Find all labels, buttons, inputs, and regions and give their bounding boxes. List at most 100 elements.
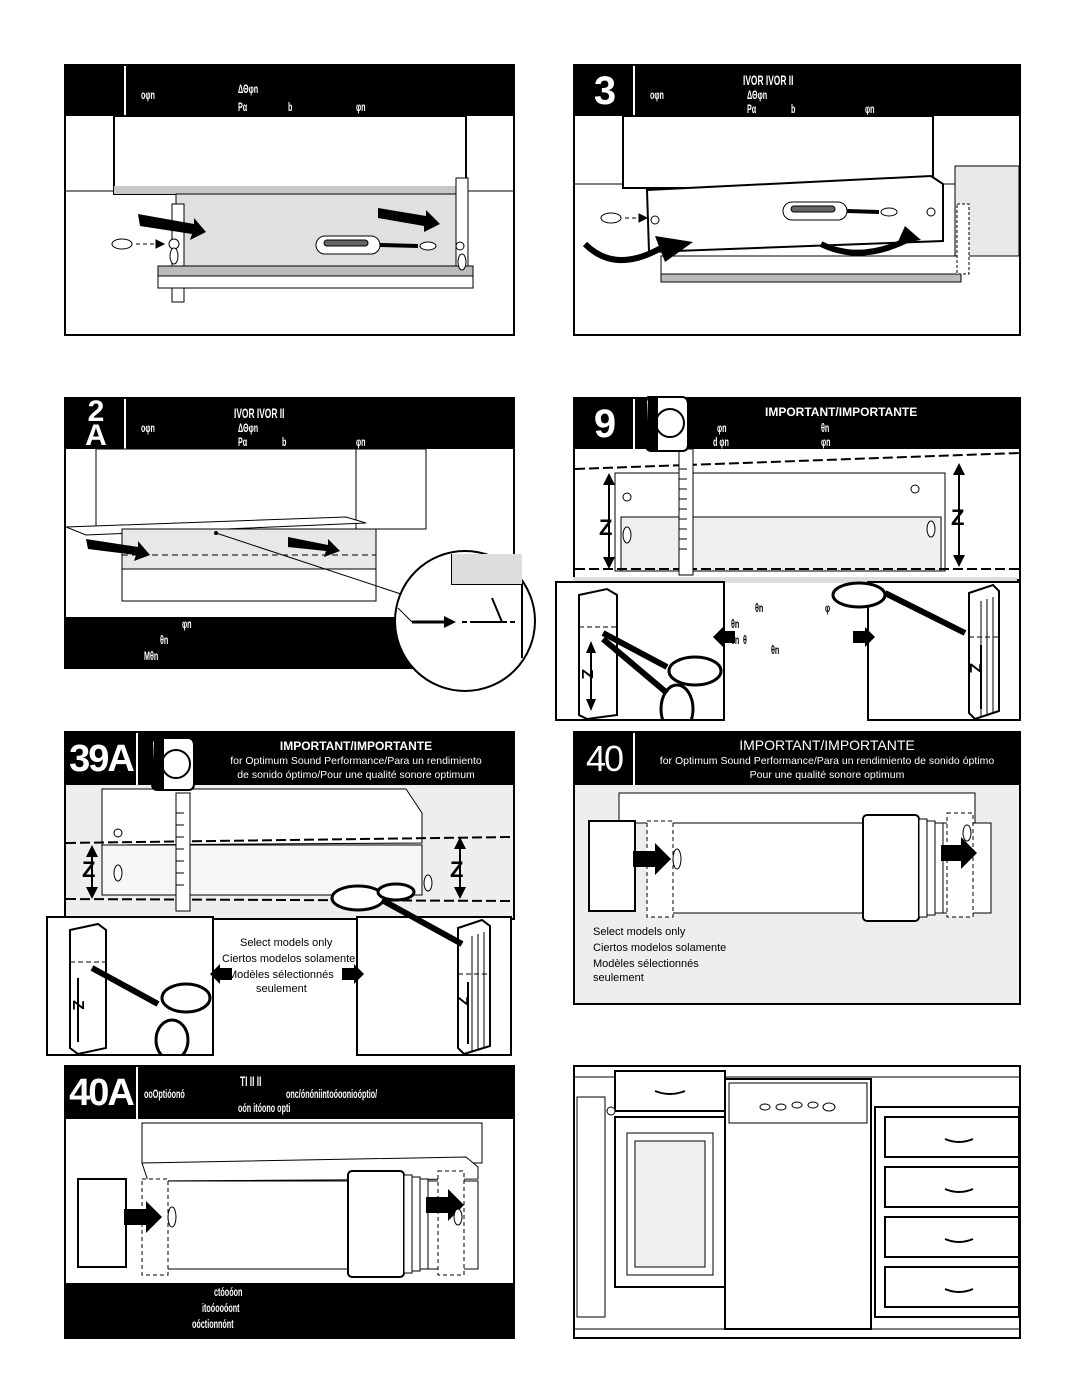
header-text: oφn <box>141 88 155 102</box>
middle-text: θn <box>755 601 764 615</box>
important-line1: for Optimum Sound Performance/Para un re… <box>659 755 995 767</box>
step-number: 9 <box>575 399 635 449</box>
z-label-right: Z <box>450 857 464 882</box>
illustration-cut-left <box>69 922 212 1054</box>
important-title: IMPORTANT/IMPORTANTE <box>739 737 915 753</box>
header-text: θn <box>821 421 830 435</box>
header-text: TI II II <box>240 1073 262 1089</box>
middle-text: θn <box>731 633 740 647</box>
scissors-top-right <box>330 882 464 947</box>
z-label: Z <box>577 669 595 679</box>
step-header: 2 A IVOR IVOR II oφn ΔΘφn Pα b φn <box>66 399 513 451</box>
step-number: 40A <box>66 1067 138 1119</box>
important-line2: Pour une qualité sonore optimum <box>749 769 905 781</box>
arrow-right <box>342 964 364 984</box>
header-text: ooOptióonó <box>144 1087 185 1101</box>
middle-text: φ <box>825 601 831 615</box>
step-panel-40: 40 IMPORTANT/IMPORTANTE for Optimum Soun… <box>573 731 1021 1005</box>
header-text: Pα <box>238 100 248 114</box>
illustration-cut-right <box>457 918 491 1054</box>
header-text: φn <box>865 102 875 116</box>
step-panel-40a: 40A ooOptióonó TI II II onc/ónóniintoóoo… <box>64 1065 515 1339</box>
caption-line2: Ciertos modelos solamente <box>222 953 356 965</box>
header-text: φn <box>356 100 366 114</box>
important-line2: de sonido óptimo/Pour une qualité sonore… <box>237 769 475 781</box>
header-text: ΔΘφn <box>238 421 259 435</box>
inset-right-cut: Z <box>867 581 1021 721</box>
step-header: 39A IMPORTANT/IMPORTANTE for Optimum Sou… <box>66 733 513 785</box>
illustration-insulation-blocks <box>77 1122 483 1278</box>
footer-text: θn <box>160 633 169 647</box>
finished-kitchen-panel <box>573 1065 1021 1339</box>
step-number: 39A <box>66 733 138 785</box>
z-label: Z <box>965 663 983 673</box>
header-text: oφn <box>650 88 664 102</box>
step-number <box>66 66 126 116</box>
header-text: φn <box>717 421 727 435</box>
z-label: Z <box>452 996 470 1006</box>
step-header: 40 IMPORTANT/IMPORTANTE for Optimum Soun… <box>575 733 1019 785</box>
z-label-right: Z <box>951 505 965 530</box>
arrow-right <box>853 627 875 647</box>
detail-callout-circle <box>394 550 536 692</box>
step-number: 3 <box>575 66 635 116</box>
gray-background <box>573 577 1017 583</box>
caption-line4: seulement <box>593 972 644 984</box>
caption-line2: Ciertos modelos solamente <box>593 942 727 954</box>
step-header: 3 IVOR IVOR II oφn ΔΘφn Pα b φn <box>575 66 1019 116</box>
header-text: ΔΘφn <box>238 82 259 96</box>
important-title: IMPORTANT/IMPORTANTE <box>765 405 918 419</box>
step-header: 40A ooOptióonó TI II II onc/ónóniintoóoo… <box>66 1067 513 1119</box>
illustration-cut-right <box>968 583 1000 719</box>
arrow-left <box>713 627 735 647</box>
middle-text: θn <box>731 617 740 631</box>
header-text: φn <box>821 435 831 449</box>
step-panel-2a: 2 A IVOR IVOR II oφn ΔΘφn Pα b φn φn θn … <box>64 397 515 669</box>
illustration-panel-mount <box>575 115 1019 283</box>
header-text: oón itóono opti <box>238 1101 291 1115</box>
step-39a-lower-area: Z Z Select models only Ciertos modelos s… <box>46 882 512 1056</box>
header-text: d φn <box>713 435 729 449</box>
step-panel-1: oφn ΔΘφn Pα b φn <box>64 64 515 336</box>
step-9-lower-area: Z Z θn φ θn θ θn θn <box>555 577 1021 721</box>
step-number: 2 A <box>66 399 126 451</box>
arrow-left <box>210 964 232 984</box>
header-text: ΔΘφn <box>747 88 768 102</box>
important-title: IMPORTANT/IMPORTANTE <box>279 739 433 753</box>
footer-text: ctóoóon <box>214 1285 243 1299</box>
header-text: IVOR IVOR II <box>743 72 794 88</box>
header-text: b <box>288 100 293 114</box>
middle-text: θ <box>743 633 747 647</box>
illustration-installed-dishwasher <box>575 1067 1019 1337</box>
illustration-foil-strip <box>66 448 427 602</box>
footer-text: Mθn <box>144 649 159 663</box>
header-text: IVOR IVOR II <box>234 405 285 421</box>
caption-line1: Select models only <box>240 937 333 949</box>
footer-text: φn <box>182 617 192 631</box>
header-text: Pα <box>238 435 248 449</box>
header-text: φn <box>356 435 366 449</box>
scissors-top-right <box>831 581 967 636</box>
illustration-toekick-screws <box>66 115 513 303</box>
header-text: onc/ónóniintoóoonioóptio/ <box>286 1087 378 1101</box>
caption-line3: Modèles sélectionnés <box>228 969 334 981</box>
inset-right-cut: Z <box>356 916 512 1056</box>
step-header: oφn ΔΘφn Pα b φn <box>66 66 513 116</box>
step-footer: ctóoóon itoóooóont oóctionnónt <box>66 1283 513 1337</box>
header-text: oφn <box>141 421 155 435</box>
header-text: Pα <box>747 102 757 116</box>
step-panel-39a: 39A IMPORTANT/IMPORTANTE for Optimum Sou… <box>64 731 515 920</box>
illustration-cut-left <box>578 587 723 719</box>
footer-text: oóctionnónt <box>192 1317 234 1331</box>
step-panel-3: 3 IVOR IVOR II oφn ΔΘφn Pα b φn <box>573 64 1021 336</box>
z-label-left: Z <box>599 515 613 540</box>
footer-text: itoóooóont <box>202 1301 240 1315</box>
caption-line3: Modèles sélectionnés <box>593 958 699 970</box>
caption-line4: seulement <box>256 983 307 995</box>
inset-left-cut: Z <box>555 581 725 721</box>
tape-measure-icon <box>645 396 689 452</box>
important-line1: for Optimum Sound Performance/Para un re… <box>230 755 482 767</box>
z-label: Z <box>68 1000 86 1010</box>
illustration-measure-z <box>66 785 513 918</box>
header-text: b <box>791 102 796 116</box>
